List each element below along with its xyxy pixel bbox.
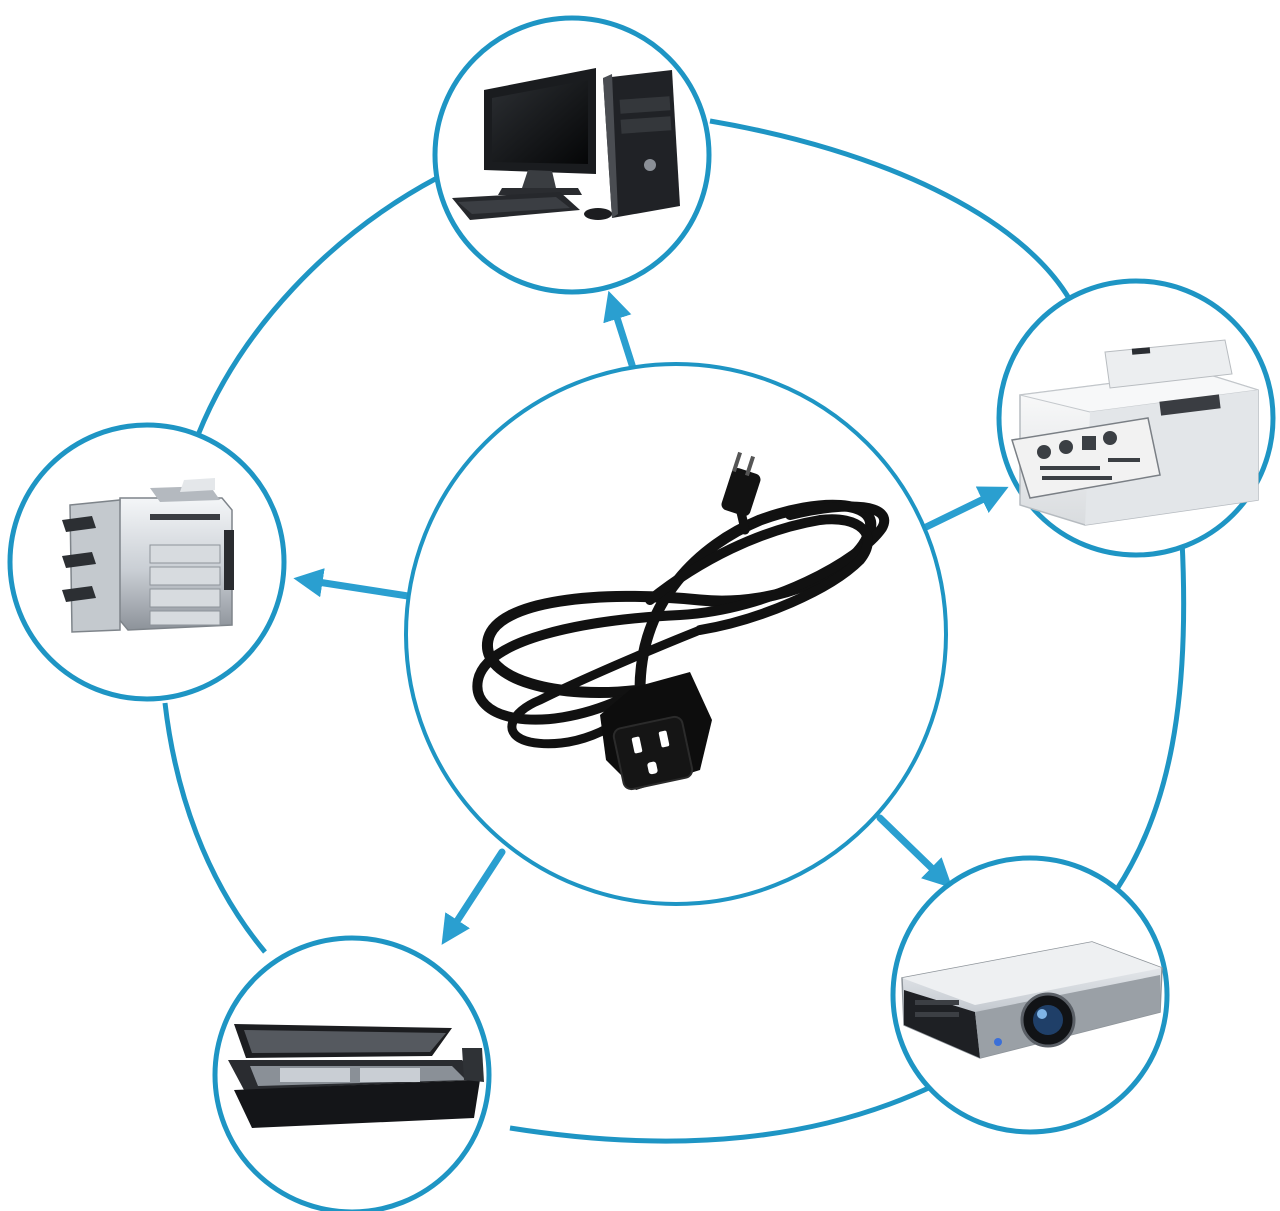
ring-segment <box>1112 539 1187 894</box>
arrow-to-projector <box>876 814 953 889</box>
plug-icon <box>721 451 761 516</box>
office-copier-icon <box>62 478 234 633</box>
device-desktop-computer <box>432 15 712 295</box>
ring-segment <box>162 702 267 954</box>
device-laser-printer <box>996 278 1276 558</box>
arrow-to-office-copier <box>293 568 412 600</box>
flatbed-scanner-icon <box>228 1024 484 1128</box>
ring-segment <box>509 1082 937 1144</box>
device-office-copier <box>7 422 287 702</box>
desktop-computer-icon <box>452 68 680 220</box>
projector-icon <box>901 941 1163 1059</box>
outer-ring <box>162 118 1187 1144</box>
arrow-to-laser-printer <box>916 486 1009 534</box>
arrow-to-flatbed-scanner <box>441 848 506 945</box>
ring-segment <box>195 175 439 436</box>
device-flatbed-scanner <box>212 935 492 1211</box>
laser-printer-icon <box>1011 339 1259 526</box>
connection-arrows <box>293 290 1009 945</box>
hub-circle <box>404 362 948 906</box>
ring-segment <box>709 118 1073 302</box>
device-projector <box>890 855 1170 1135</box>
hub-power-cord <box>404 362 948 906</box>
arrow-to-desktop-computer <box>603 290 637 372</box>
iec-c13-connector-icon <box>600 672 712 791</box>
